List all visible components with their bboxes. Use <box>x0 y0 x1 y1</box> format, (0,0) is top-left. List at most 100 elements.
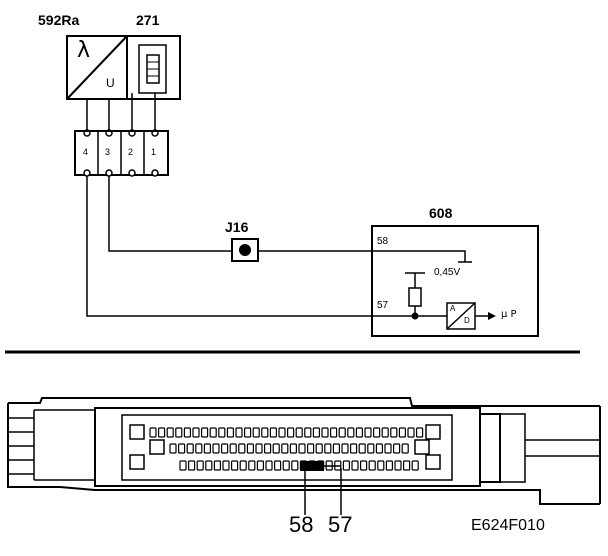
junction-label: J16 <box>225 219 249 235</box>
connector-pin <box>287 427 295 438</box>
connector-pin <box>252 427 260 438</box>
connector-pin <box>291 460 299 471</box>
connector-pin <box>355 427 363 438</box>
harness-connector-drawing <box>7 397 601 505</box>
connector-pin-1: 1 <box>151 147 157 157</box>
converter-output: D <box>464 316 470 325</box>
connector-pin <box>377 460 385 471</box>
connector-pin <box>411 460 419 471</box>
ecu-label: 608 <box>429 205 453 221</box>
connector-pin <box>183 427 191 438</box>
connector-pin <box>368 460 376 471</box>
connector-pin <box>158 427 166 438</box>
connector-pin <box>261 427 269 438</box>
connector-pin <box>394 460 402 471</box>
connector-pin-4: 4 <box>83 147 89 157</box>
ecu-box <box>371 225 539 337</box>
connector-pin <box>264 443 272 454</box>
oxygen-sensor-label: 592Ra <box>38 12 80 28</box>
heater-label: 271 <box>136 12 160 28</box>
output-arrow-icon <box>488 312 496 320</box>
connector-pin <box>360 460 368 471</box>
connector-pin <box>226 427 234 438</box>
connector-pin <box>269 427 277 438</box>
connector-pin <box>401 443 409 454</box>
callout-58: 58 <box>289 512 314 537</box>
converter-input: A <box>450 304 456 313</box>
ecu-pin-57: 57 <box>377 300 389 311</box>
connector-pin <box>229 443 237 454</box>
connector-pin <box>282 460 290 471</box>
connector-pin <box>324 443 332 454</box>
microprocessor-label: μ P <box>501 309 517 320</box>
signal-wire-57 <box>86 176 372 317</box>
connector-pin <box>393 443 401 454</box>
connector-pin <box>248 460 256 471</box>
connector-pin <box>178 443 186 454</box>
lambda-symbol: λ <box>77 38 91 63</box>
connector-pin <box>218 427 226 438</box>
connector-pin <box>304 427 312 438</box>
resistor-icon <box>408 287 422 307</box>
connector-pin <box>385 460 393 471</box>
connector-pin <box>205 460 213 471</box>
connector-pin <box>192 427 200 438</box>
connector-pin <box>278 427 286 438</box>
connector-pin <box>195 443 203 454</box>
connector-pin <box>384 443 392 454</box>
connector-pin <box>256 460 264 471</box>
connector-pin <box>307 443 315 454</box>
reference-voltage: 0,45V <box>434 267 461 278</box>
connector-pin <box>375 443 383 454</box>
connector-pin <box>246 443 254 454</box>
connector-pin <box>398 427 406 438</box>
connector-pin <box>373 427 381 438</box>
connector-pin <box>367 443 375 454</box>
connector-pin <box>342 460 350 471</box>
connector-pin <box>238 443 246 454</box>
heater-box <box>126 35 181 100</box>
junction-j16 <box>231 238 259 262</box>
connector-pin <box>255 443 263 454</box>
connector-pin <box>179 460 187 471</box>
connector-pin <box>390 427 398 438</box>
connector-pin <box>407 427 415 438</box>
connector-pin <box>381 427 389 438</box>
figure-id: E624F010 <box>471 517 545 534</box>
connector-pin <box>235 427 243 438</box>
connector-pin <box>231 460 239 471</box>
connector-pin <box>403 460 411 471</box>
connector-pin <box>188 460 196 471</box>
connector-pin <box>212 443 220 454</box>
connector-pin <box>169 443 177 454</box>
connector-pin <box>274 460 282 471</box>
connector-pin <box>175 427 183 438</box>
callout-57: 57 <box>328 512 353 537</box>
connector-pin <box>272 443 280 454</box>
connector-pin <box>196 460 204 471</box>
connector-pin <box>416 427 424 438</box>
connector-pin <box>244 427 252 438</box>
connector-pin <box>350 443 358 454</box>
connector-pin <box>166 427 174 438</box>
connector-pin <box>330 427 338 438</box>
connector-pin <box>289 443 297 454</box>
connector-pin <box>315 443 323 454</box>
connector-pin <box>364 427 372 438</box>
connector-pin <box>312 427 320 438</box>
sensor-output-label: U <box>106 76 115 90</box>
connector-pin-3: 3 <box>105 147 111 157</box>
connector-pin <box>338 427 346 438</box>
connector-pin <box>201 427 209 438</box>
connector-pin <box>221 443 229 454</box>
connector-pin <box>209 427 217 438</box>
connector-pin <box>239 460 247 471</box>
connector-pin <box>332 443 340 454</box>
ecu-pin-58: 58 <box>377 236 389 247</box>
highlighted-pins <box>300 461 324 471</box>
connector-pin <box>186 443 194 454</box>
connector-pin <box>281 443 289 454</box>
connector-pin <box>321 427 329 438</box>
connector-pin-2: 2 <box>128 147 134 157</box>
